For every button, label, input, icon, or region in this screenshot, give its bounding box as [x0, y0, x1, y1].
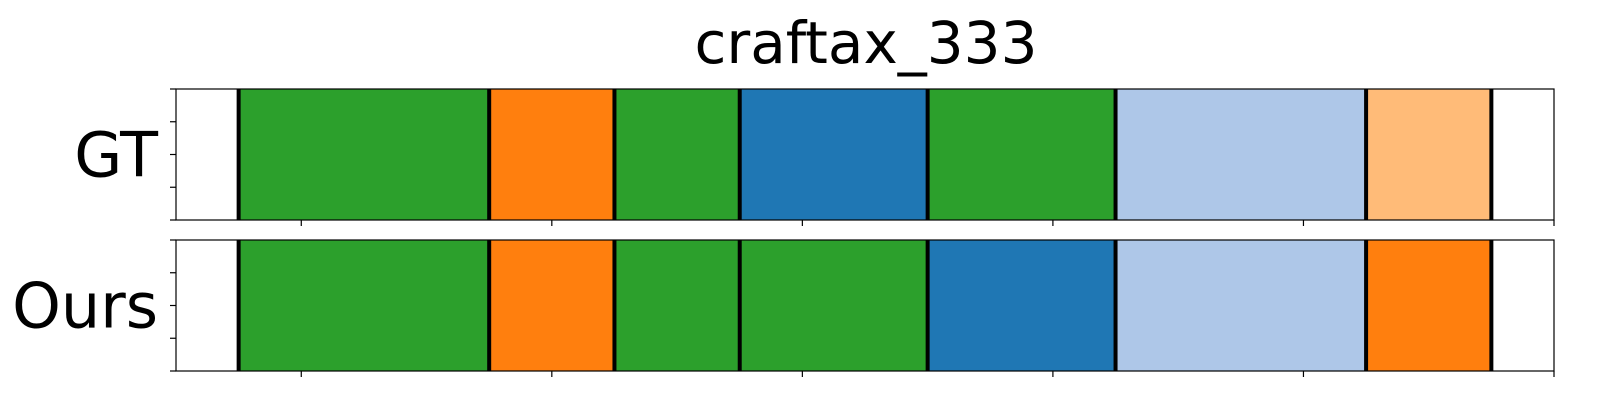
segment-gt-5 [1115, 89, 1367, 220]
row-label-ours: Ours [12, 270, 158, 343]
segment-ours-1 [489, 240, 615, 371]
segment-ours-5 [1366, 240, 1492, 371]
segment-gt-6 [1366, 89, 1492, 220]
segment-gt-0 [238, 89, 490, 220]
segment-ours-4 [1115, 240, 1367, 371]
segment-gt-3 [739, 89, 928, 220]
row-gt: GT [74, 88, 1555, 226]
row-ours: Ours [12, 239, 1555, 377]
segment-ours-3 [927, 240, 1116, 371]
segment-ours-0 [238, 240, 490, 371]
segment-gt-1 [489, 89, 615, 220]
segment-ours-2 [614, 240, 928, 371]
chart-rows: GT Ours [12, 88, 1555, 377]
row-label-gt: GT [74, 119, 159, 192]
chart-title: craftax_333 [695, 9, 1038, 77]
segment-gt-4 [927, 89, 1116, 220]
segment-gt-2 [614, 89, 740, 220]
